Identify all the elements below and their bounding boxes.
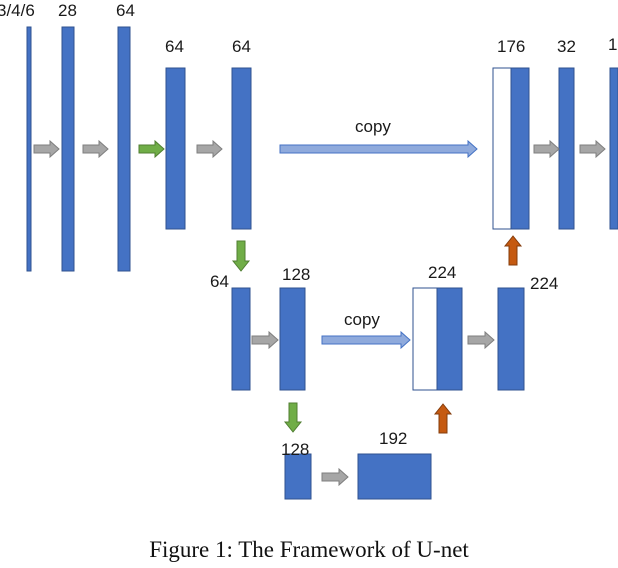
gray-arrow-5 (579, 139, 606, 159)
dec1-conv (558, 67, 575, 230)
dec2-conv (497, 287, 525, 391)
label-copy-mid: copy (344, 310, 380, 329)
gray-arrow-4 (533, 139, 560, 159)
label-copy-top: copy (355, 117, 391, 136)
label-enc1-b: 64 (116, 1, 135, 20)
label-dec1-conv: 32 (557, 37, 576, 56)
green-arrow-down-1 (231, 240, 251, 272)
gray-arrow-3 (196, 139, 223, 159)
bottom-conv-a (284, 453, 312, 500)
gray-arrow-2 (82, 139, 109, 159)
orange-arrow-up-2 (433, 403, 453, 434)
output-layer (609, 67, 618, 230)
dec2-concat-copy (412, 287, 438, 391)
enc2-conv-a (165, 67, 186, 230)
gray-arrow-8 (321, 467, 349, 487)
green-arrow-right (138, 139, 165, 159)
orange-arrow-up-1 (503, 235, 523, 266)
label-dec1-concat: 176 (497, 37, 525, 56)
dec1-concat-copy (492, 67, 512, 230)
gray-arrow-1 (33, 139, 60, 159)
copy-arrow-top (279, 139, 478, 159)
label-enc1-a: 28 (58, 1, 77, 20)
dec2-concat-up (436, 287, 463, 391)
figure-caption: Figure 1: The Framework of U-net (149, 537, 469, 562)
label-bottom-b: 192 (379, 429, 407, 448)
label-enc3-b: 128 (282, 265, 310, 284)
label-bottom-a: 128 (281, 440, 309, 459)
bottom-conv-b (357, 453, 432, 500)
green-arrow-down-2 (283, 402, 303, 433)
enc3-conv-b (279, 287, 306, 391)
enc1-conv-b (117, 26, 131, 272)
copy-arrow-mid (321, 330, 411, 350)
label-dec2-concat: 224 (428, 263, 456, 282)
enc3-conv-a (231, 287, 251, 391)
label-enc2-b: 64 (232, 37, 251, 56)
input-layer (26, 26, 32, 272)
gray-arrow-6 (251, 330, 279, 350)
gray-arrow-7 (467, 330, 495, 350)
enc1-conv-a (61, 26, 75, 272)
enc2-conv-b (231, 67, 252, 230)
label-in-channels: 3/4/6 (0, 1, 35, 20)
label-enc2-a: 64 (165, 37, 184, 56)
label-dec2-conv: 224 (530, 274, 558, 293)
label-out: 1 (608, 35, 617, 54)
label-enc3-a: 64 (210, 272, 229, 291)
dec1-concat-up (510, 67, 530, 230)
